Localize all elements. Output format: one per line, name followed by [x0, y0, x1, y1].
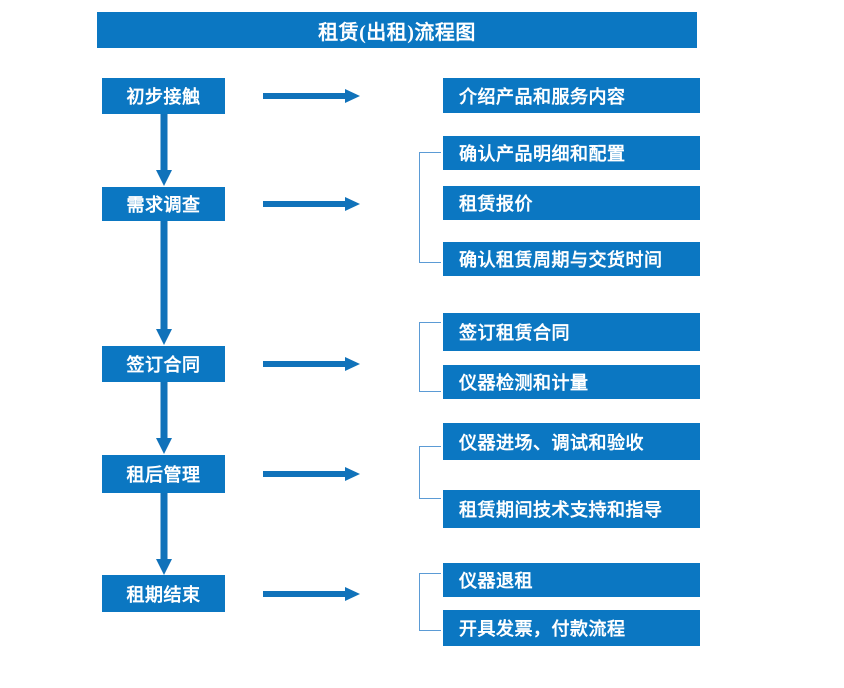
bracket-arm-top	[419, 446, 441, 447]
down-arrow-1	[156, 114, 172, 186]
bracket-vertical	[419, 573, 420, 631]
bracket-arm-bottom	[419, 630, 441, 631]
stage-box-2[interactable]: 需求调查	[102, 187, 225, 221]
bracket-vertical	[419, 446, 420, 499]
stage-box-5[interactable]: 租期结束	[102, 575, 225, 612]
bracket-arm-bottom	[419, 391, 441, 392]
down-arrow-4	[156, 493, 172, 575]
stage-box-3[interactable]: 签订合同	[102, 346, 225, 382]
detail-box-3-2[interactable]: 仪器检测和计量	[443, 365, 700, 399]
right-arrow-4	[263, 467, 360, 481]
stage-box-1[interactable]: 初步接触	[102, 78, 225, 114]
bracket-vertical	[419, 322, 420, 392]
stage-box-4[interactable]: 租后管理	[102, 455, 225, 493]
bracket-vertical	[419, 152, 420, 263]
bracket-arm-top	[419, 573, 441, 574]
right-arrow-3	[263, 357, 360, 371]
detail-box-4-2[interactable]: 租赁期间技术支持和指导	[443, 490, 700, 528]
detail-box-2-2[interactable]: 租赁报价	[443, 186, 700, 220]
right-arrow-2	[263, 197, 360, 211]
right-arrow-1	[263, 89, 360, 103]
detail-box-1-1[interactable]: 介绍产品和服务内容	[443, 78, 700, 113]
bracket-arm-top	[419, 322, 441, 323]
bracket-arm-bottom	[419, 498, 441, 499]
detail-box-2-3[interactable]: 确认租赁周期与交货时间	[443, 242, 700, 276]
bracket-arm-bottom	[419, 262, 441, 263]
detail-box-5-1[interactable]: 仪器退租	[443, 563, 700, 597]
detail-box-4-1[interactable]: 仪器进场、调试和验收	[443, 423, 700, 460]
right-arrow-5	[263, 587, 360, 601]
detail-box-2-1[interactable]: 确认产品明细和配置	[443, 136, 700, 170]
detail-box-3-1[interactable]: 签订租赁合同	[443, 313, 700, 351]
down-arrow-2	[156, 221, 172, 345]
flowchart-title: 租赁(出租)流程图	[97, 12, 697, 48]
detail-box-5-2[interactable]: 开具发票，付款流程	[443, 610, 700, 646]
bracket-arm-top	[419, 152, 441, 153]
down-arrow-3	[156, 382, 172, 454]
